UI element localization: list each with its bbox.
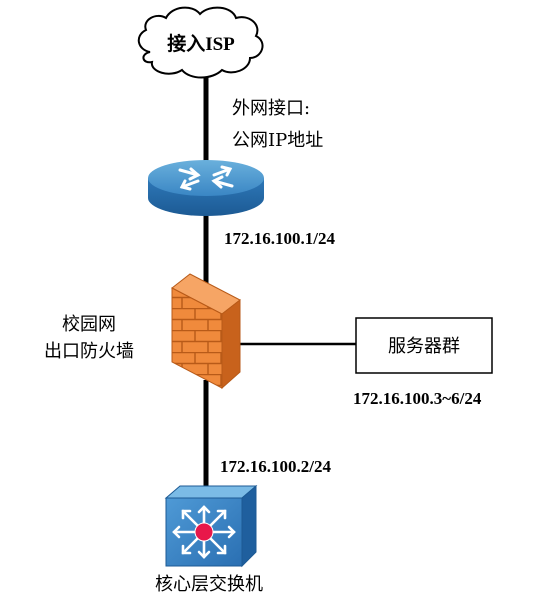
router-annotation-line1: 外网接口: — [232, 98, 310, 119]
firewall-label-line1: 校园网 — [62, 314, 116, 335]
links — [203, 72, 356, 492]
firewall: 校园网 出口防火墙 — [44, 273, 241, 390]
core-switch: 核心层交换机 — [155, 484, 263, 595]
switch-icon — [172, 505, 236, 559]
server-group: 服务器群 — [355, 317, 493, 374]
ip-firewall-switch: 172.16.100.2/24 — [220, 457, 331, 476]
switch-top — [164, 485, 258, 499]
ip-firewall-server: 172.16.100.3~6/24 — [353, 389, 482, 408]
server-group-label: 服务器群 — [388, 336, 460, 357]
firewall-label-line2: 出口防火墙 — [44, 341, 134, 362]
router-annotation-line2: 公网IP地址 — [232, 130, 323, 151]
isp-cloud-label: 接入ISP — [167, 33, 235, 55]
isp-cloud: 接入ISP — [137, 6, 264, 79]
router-top — [148, 160, 264, 196]
server-group-box — [355, 317, 493, 374]
firewall-side — [221, 298, 241, 390]
router-icon — [178, 165, 234, 191]
ip-router-firewall: 172.16.100.1/24 — [224, 229, 335, 248]
switch-side — [241, 484, 257, 568]
core-switch-label: 核心层交换机 — [155, 574, 263, 595]
router: 外网接口: 公网IP地址 — [148, 98, 323, 216]
firewall-icon — [171, 287, 223, 389]
cloud-icon — [137, 6, 264, 79]
